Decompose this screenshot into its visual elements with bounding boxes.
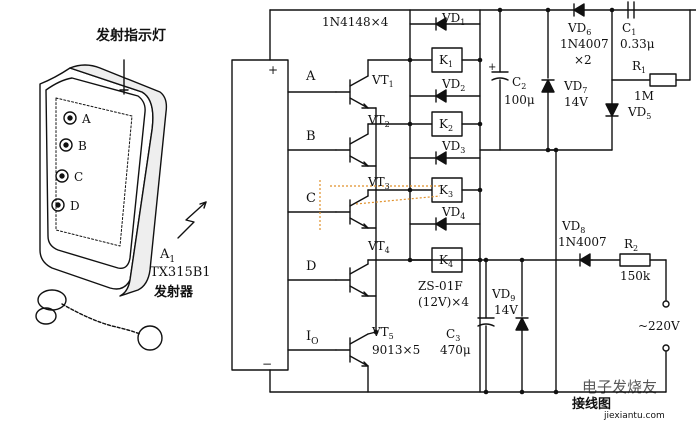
vt3-label: VT3 (367, 175, 390, 191)
watermark-line2: 接线图 (572, 396, 611, 412)
r1-label: R1 (632, 59, 646, 75)
button-c-icon (55, 169, 69, 183)
watermark-line1: 电子发烧友 (582, 378, 657, 396)
vt1-label: VT1 (371, 73, 394, 89)
mains-terminal-bottom (662, 344, 670, 352)
vd7-label: VD7 (563, 79, 587, 95)
relay-spec-2: (12V)×4 (418, 295, 469, 309)
k3-label: K3 (439, 183, 453, 199)
relay-k2 (431, 111, 463, 137)
vd5-label: VD5 (627, 105, 651, 121)
indicator-label: 发射指示灯 (95, 27, 166, 44)
transistor-vt2 (335, 133, 369, 167)
remote-model: TX315B1 (150, 265, 211, 280)
remote-name: 发射器 (153, 284, 194, 300)
pin-b-label: B (306, 129, 316, 144)
signal-icon (177, 201, 207, 239)
vd1-label: VD1 (441, 11, 465, 27)
watermark: 电子发烧友 接线图 jiexiantu.com (572, 378, 665, 421)
watermark-url: jiexiantu.com (603, 411, 665, 420)
button-a-label: A (81, 112, 91, 126)
r2-value: 150k (620, 269, 651, 283)
button-c-label: C (74, 170, 83, 184)
c2-plus: + (488, 62, 496, 73)
c1-value: 0.33μ (620, 37, 655, 51)
transistor-vt1 (335, 75, 369, 109)
diode-vd8 (579, 253, 591, 267)
diode-spec: 1N4148×4 (322, 15, 389, 29)
vt5-label: VT5 (371, 325, 394, 341)
k1-label: K1 (439, 53, 453, 69)
resistor-r2 (619, 253, 651, 267)
resistor-r1 (649, 73, 677, 87)
mains-terminal-top (662, 300, 670, 308)
c3-label: C3 (446, 327, 460, 343)
diode-vd3 (435, 151, 447, 165)
c2-value: 100μ (504, 93, 535, 107)
k4-label: K4 (439, 253, 453, 269)
mains-label: ~220V (638, 319, 680, 333)
k2-label: K2 (439, 117, 453, 133)
receiver-plus: + (268, 63, 278, 77)
vd2-label: VD2 (441, 77, 465, 93)
diode-vd1 (435, 17, 447, 31)
vt-spec: 9013×5 (372, 343, 420, 357)
r2-label: R2 (624, 237, 638, 253)
vd6-label: VD6 (567, 21, 591, 37)
transistor-vt4 (335, 263, 369, 297)
pin-io-label: IO (306, 329, 319, 347)
button-b-icon (59, 138, 73, 152)
zener-vd9 (515, 317, 529, 331)
vd9-value: 14V (494, 303, 518, 317)
button-d-icon (51, 198, 65, 212)
zener-vd7 (541, 79, 555, 93)
remote-ref: A1 (159, 247, 175, 265)
button-b-label: B (78, 139, 87, 153)
vd6-mult: ×2 (574, 53, 592, 67)
vd7-value: 14V (564, 95, 588, 109)
vd8-label: VD8 (561, 219, 585, 235)
button-a-icon (63, 111, 77, 125)
receiver-minus: − (262, 357, 272, 371)
r1-value: 1M (634, 89, 654, 103)
relay-k3 (431, 177, 463, 203)
diode-vd6 (573, 3, 585, 17)
vt4-label: VT4 (367, 239, 390, 255)
relay-k1 (431, 47, 463, 73)
vd3-label: VD3 (441, 139, 465, 155)
highlight-marks (319, 180, 441, 230)
transistor-vt3 (335, 195, 369, 229)
vd8-spec: 1N4007 (558, 235, 607, 249)
vt2-label: VT2 (367, 113, 390, 129)
remote-transmitter (35, 59, 207, 351)
vd9-label: VD9 (491, 287, 515, 303)
relay-spec-1: ZS-01F (418, 279, 463, 293)
button-d-label: D (70, 199, 80, 213)
transistor-vt5 (335, 333, 369, 367)
diode-vd4 (435, 217, 447, 231)
c2-label: C2 (512, 75, 526, 91)
vd6-spec: 1N4007 (560, 37, 609, 51)
diode-vd5 (605, 103, 619, 117)
diode-vd2 (435, 89, 447, 103)
receiver-module (231, 59, 289, 371)
pin-d-label: D (306, 259, 316, 274)
vd4-label: VD4 (441, 205, 465, 221)
pin-a-label: A (305, 69, 316, 84)
c3-value: 470μ (440, 343, 471, 357)
pin-c-label: C (306, 191, 316, 206)
c1-label: C1 (622, 21, 636, 37)
